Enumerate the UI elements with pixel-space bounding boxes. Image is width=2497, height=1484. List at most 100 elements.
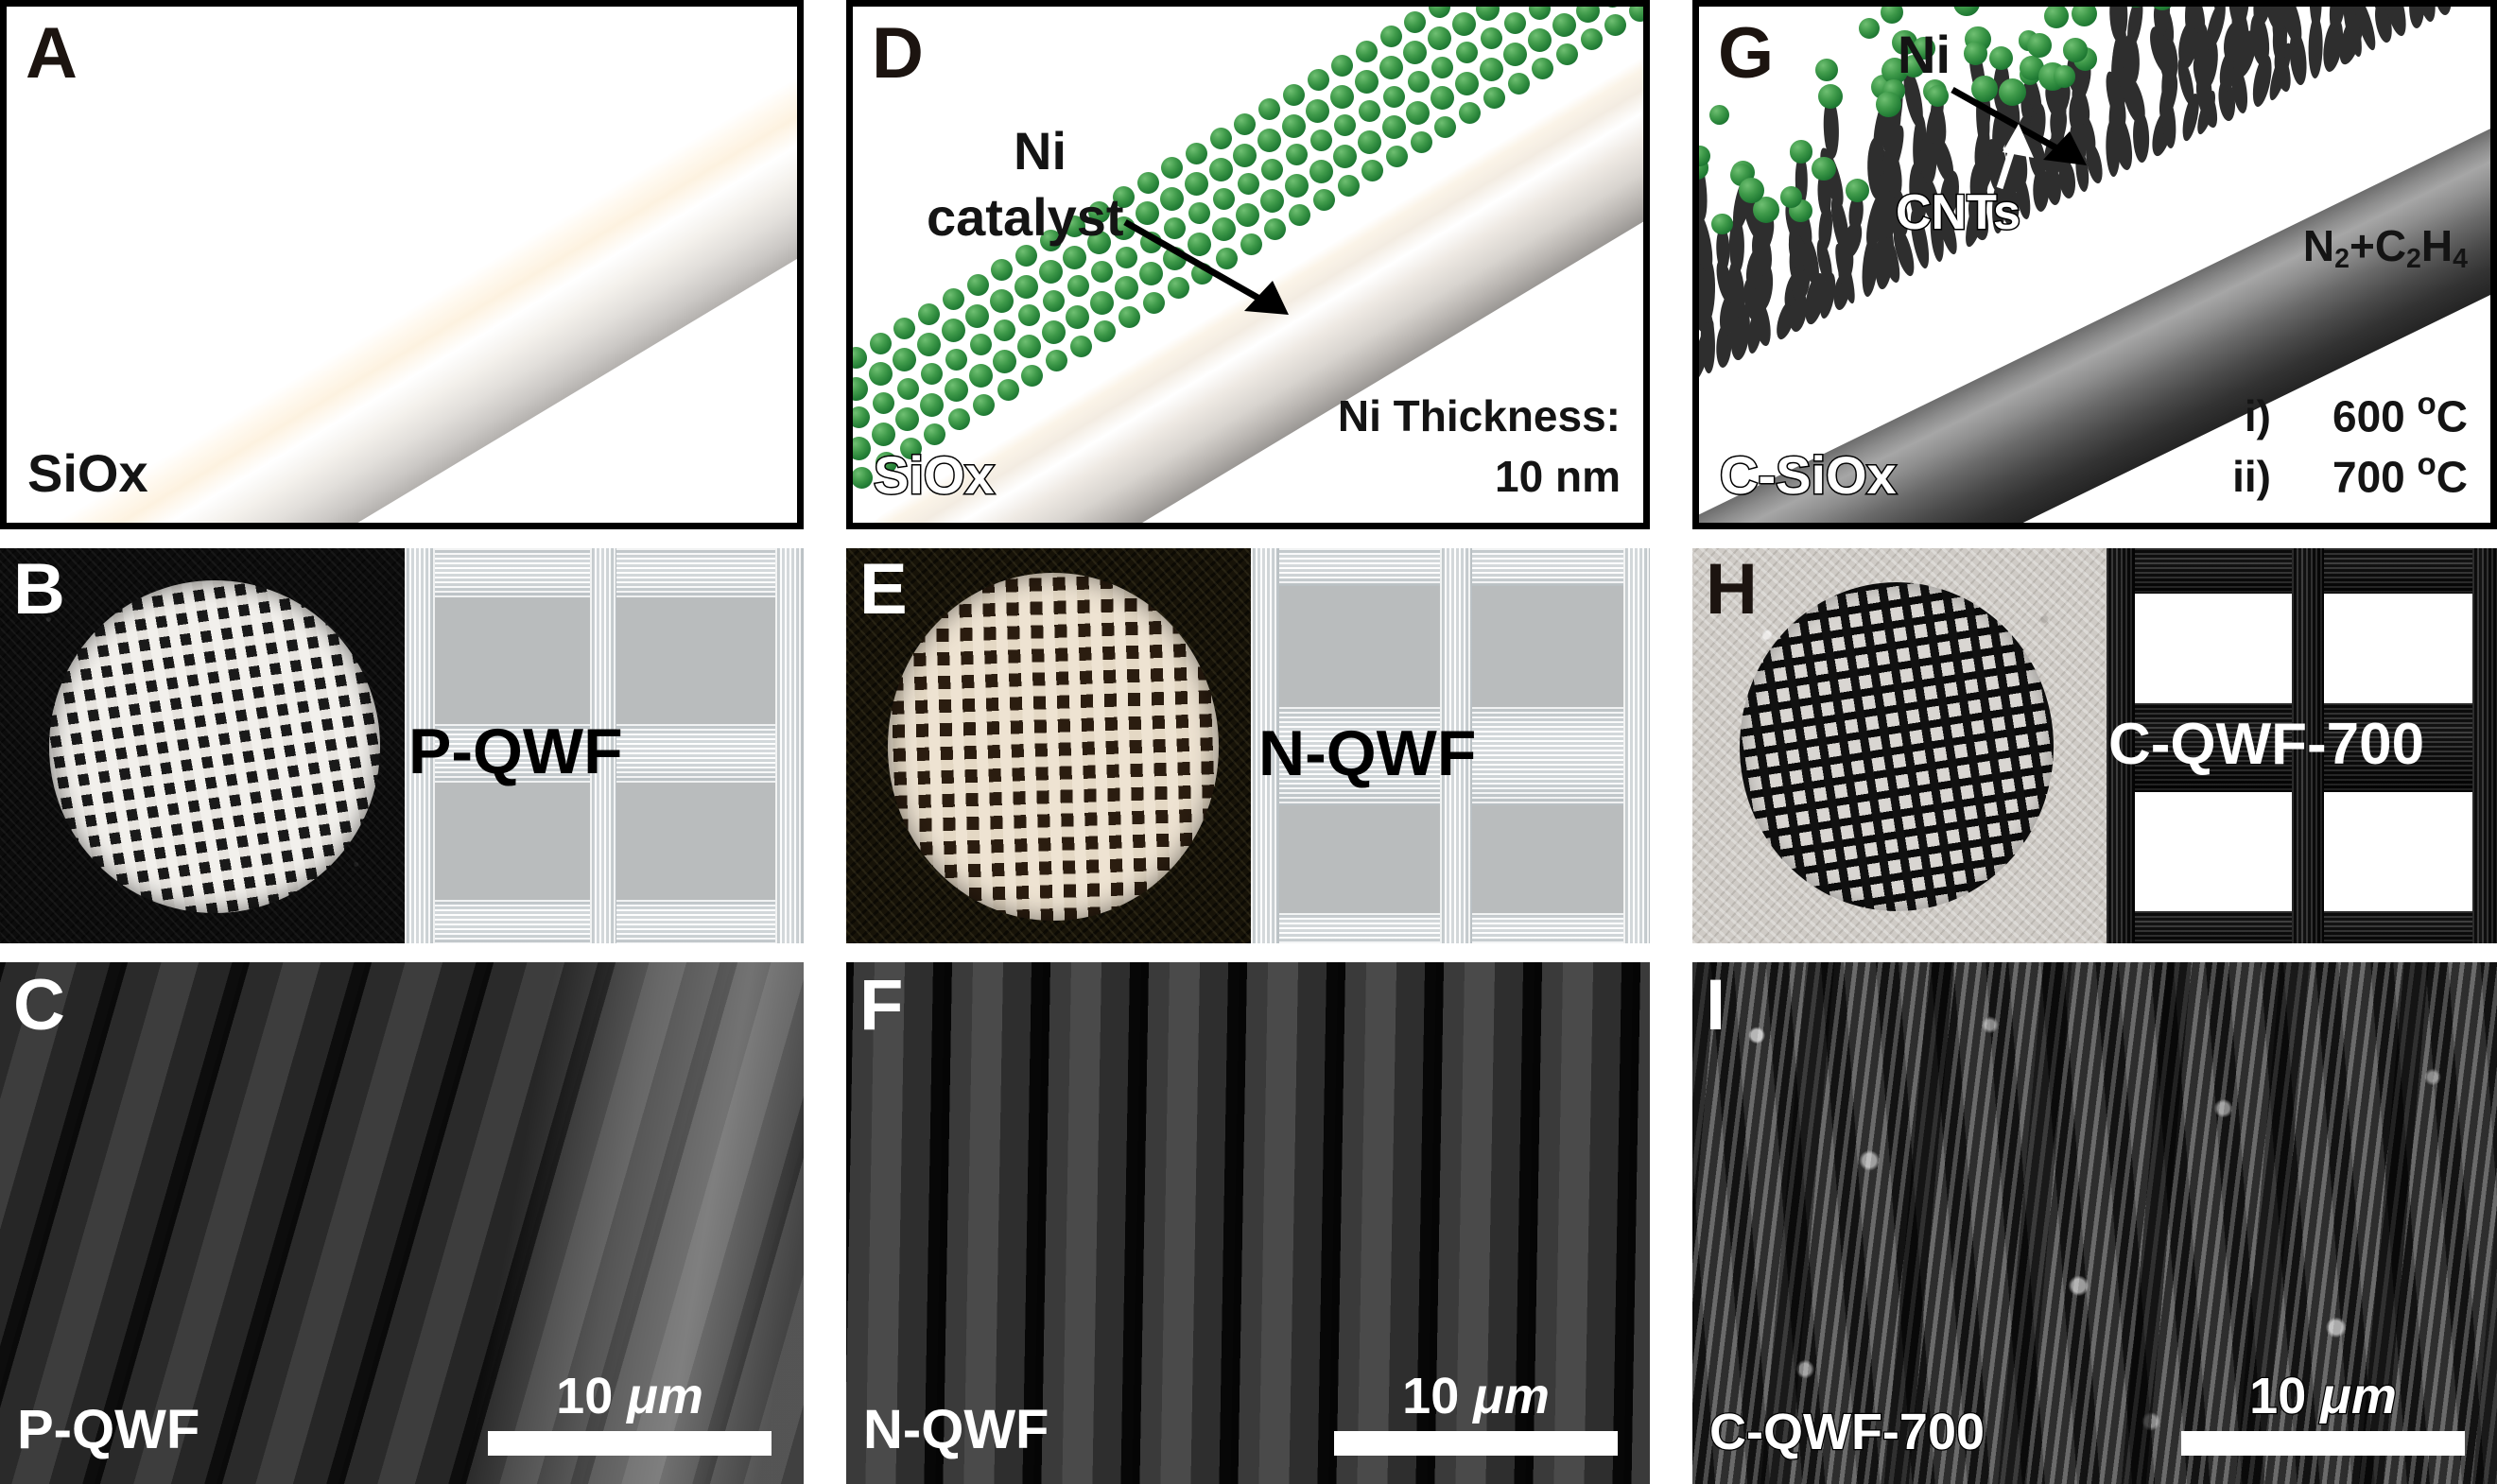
panel-tag-c: C — [13, 965, 65, 1045]
ni-catalyst-particle — [1258, 98, 1281, 121]
ni-catalyst-particle — [1018, 304, 1041, 327]
ni-catalyst-particle — [853, 437, 871, 461]
tow-vertical — [775, 548, 804, 943]
ni-catalyst-particle — [853, 466, 874, 489]
ni-catalyst-particle — [1164, 216, 1187, 239]
ni-catalyst-particle — [1476, 7, 1500, 22]
ni-catalyst-particle — [1188, 202, 1211, 225]
panel-h-photo-mesh — [1692, 548, 2107, 943]
ni-catalyst-particle — [1094, 320, 1117, 343]
ni-catalyst-arrow — [1123, 218, 1289, 315]
scale-bar-f: 10 μm — [1334, 1371, 1618, 1456]
ni-catalyst-particle — [1138, 261, 1163, 285]
ni-catalyst-particle — [1434, 116, 1457, 139]
ni-catalyst-particle — [1503, 43, 1528, 67]
panel-a: SiOx A — [0, 0, 804, 529]
substrate-label-a: SiOx — [27, 443, 148, 503]
panel-tag-f: F — [859, 965, 903, 1045]
panel-i: C-QWF-700 10 μm I — [1692, 962, 2497, 1484]
ni-thickness-line1: Ni Thickness: — [1337, 391, 1621, 440]
ni-catalyst-particle — [1209, 128, 1232, 150]
ni-catalyst-particle — [2071, 7, 2097, 27]
ni-catalyst-particle — [924, 423, 946, 445]
ni-catalyst-particle — [1504, 12, 1527, 35]
ni-catalyst-particle — [993, 349, 1017, 373]
ni-catalyst-particle — [1429, 7, 1451, 19]
panel-e-photo-mesh — [846, 548, 1251, 943]
ni-catalyst-particle — [853, 406, 871, 429]
scale-bar-rule-i — [2181, 1431, 2465, 1456]
ni-catalyst-particle — [1330, 84, 1355, 109]
step-i-value: 600 oC — [2332, 386, 2468, 440]
ni-catalyst-particle — [1240, 233, 1262, 255]
panel-d: Ni catalyst SiOx Ni Thickness: 10 nm D — [846, 0, 1650, 529]
ni-catalyst-particle — [1428, 26, 1451, 50]
ni-catalyst-particle — [1114, 276, 1138, 301]
substrate-label-g: C-SiOx — [1719, 444, 1899, 507]
ni-catalyst-particle — [1306, 99, 1330, 124]
ni-catalyst-particle — [869, 332, 892, 354]
sample-label-h: C-QWF-700 — [2108, 712, 2425, 777]
ni-catalyst-particle — [1532, 58, 1554, 80]
ni-catalyst-particle — [1041, 319, 1066, 344]
ni-catalyst-particle — [918, 302, 941, 325]
ni-catalyst-particle — [1359, 100, 1381, 122]
scale-bar-i: 10 μm — [2181, 1370, 2465, 1456]
ni-dot-layer — [853, 7, 1643, 523]
carbon-nanotube — [1692, 237, 1695, 298]
ni-catalyst-particle — [1309, 129, 1332, 151]
ni-catalyst-particle — [1553, 0, 1575, 5]
tow-vertical — [1251, 548, 1279, 943]
panel-tag-g: G — [1718, 13, 1774, 94]
ni-catalyst-particle — [1912, 36, 1935, 60]
ni-catalyst-particle — [968, 363, 993, 388]
ni-catalyst-particle — [1952, 7, 1980, 17]
ni-catalyst-particle — [965, 303, 990, 328]
ni-catalyst-particle — [1354, 70, 1379, 95]
ni-catalyst-particle — [1451, 11, 1476, 36]
sem-highlight-c — [0, 962, 804, 1484]
ni-arrow-g — [1951, 86, 2087, 165]
ni-catalyst-particle — [1576, 7, 1601, 23]
ni-catalyst-label-line2: catalyst — [927, 187, 1124, 247]
ni-catalyst-particle — [1555, 43, 1578, 65]
ni-catalyst-particle — [1234, 112, 1257, 135]
ni-catalyst-particle — [1379, 26, 1402, 48]
ni-catalyst-particle — [1459, 101, 1482, 124]
panel-tag-i: I — [1706, 965, 1725, 1045]
ni-catalyst-particle — [868, 362, 893, 387]
panel-b-micrograph: P-QWF — [405, 548, 804, 943]
ni-catalyst-particle — [1064, 215, 1086, 237]
ni-catalyst-particle — [1187, 232, 1211, 256]
ni-catalyst-particle — [853, 376, 868, 401]
ni-catalyst-particle — [1964, 41, 1988, 65]
ni-catalyst-particle — [1045, 350, 1067, 372]
ni-catalyst-particle — [1334, 114, 1357, 137]
ni-catalyst-particle — [1069, 335, 1092, 357]
sample-label-e: N-QWF — [1258, 717, 1477, 789]
ni-catalyst-particle — [921, 363, 944, 386]
step-ii-marker: ii) — [2232, 452, 2271, 501]
ni-catalyst-particle — [945, 348, 967, 371]
ni-catalyst-particle — [920, 392, 945, 417]
ni-catalyst-particle — [1015, 244, 1037, 267]
tow-vertical — [2472, 548, 2497, 943]
ni-catalyst-particle — [893, 318, 916, 340]
sample-label-c: P-QWF — [17, 1399, 200, 1460]
ni-catalyst-particle — [1260, 188, 1285, 213]
ni-catalyst-particle — [916, 333, 941, 357]
ni-catalyst-particle — [872, 392, 894, 415]
panel-g: Ni CNTs C-SiOx N2+C2H4 i) 600 oC ii) 700… — [1692, 0, 2497, 529]
ni-catalyst-particle — [1604, 13, 1627, 36]
ni-catalyst-particle — [1289, 203, 1311, 226]
ni-catalyst-particle — [1161, 157, 1184, 180]
ni-catalyst-particle — [1989, 45, 2014, 71]
ni-catalyst-particle — [1361, 160, 1384, 182]
ni-catalyst-particle — [1014, 274, 1038, 299]
ni-catalyst-particle — [1699, 145, 1711, 167]
ni-catalyst-particle — [1381, 115, 1406, 140]
ni-catalyst-particle — [1337, 174, 1360, 197]
ni-catalyst-particle — [1998, 78, 2026, 107]
tow-vertical — [405, 548, 435, 943]
ni-catalyst-particle — [1453, 0, 1475, 4]
